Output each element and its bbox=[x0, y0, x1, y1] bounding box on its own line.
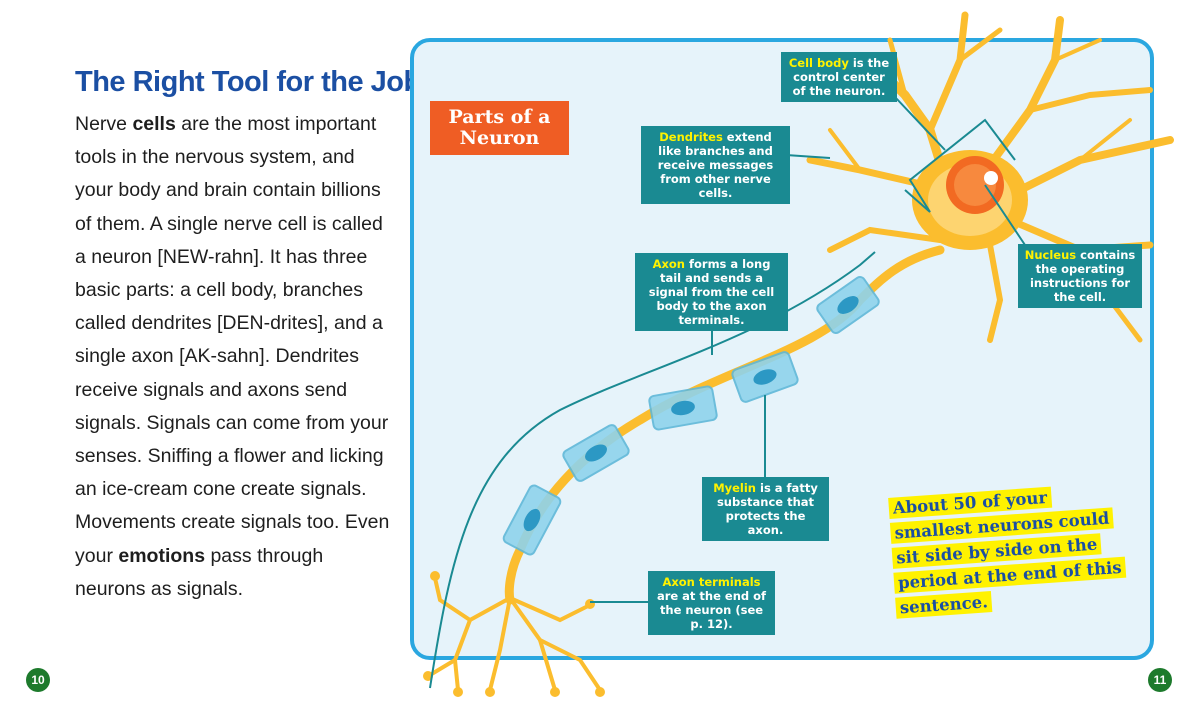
label-dendrites-keyword: Dendrites bbox=[659, 130, 723, 144]
bold-term-cells: cells bbox=[132, 113, 176, 135]
label-cell-body: Cell body is the control center of the n… bbox=[781, 52, 897, 102]
body-text-3: pass through neurons as signals. bbox=[75, 544, 324, 600]
body-text-2: are the most important tools in the nerv… bbox=[75, 113, 390, 567]
axon-terminal-branches bbox=[428, 576, 602, 692]
nucleus-inner bbox=[954, 164, 996, 206]
label-axon-terminals-text: are at the end of the neuron (see p. 12)… bbox=[656, 589, 767, 631]
label-myelin-keyword: Myelin bbox=[713, 481, 756, 495]
label-axon: Axon forms a long tail and sends a signa… bbox=[635, 253, 788, 331]
page-title: The Right Tool for the Job bbox=[75, 66, 421, 98]
label-dendrites: Dendrites extend like branches and recei… bbox=[641, 126, 790, 204]
body-text-1: Nerve bbox=[75, 113, 133, 135]
label-nucleus-text: contains the operating instructions for … bbox=[1029, 248, 1136, 304]
label-axon-terminals-keyword: Axon terminals bbox=[662, 575, 761, 589]
page-number-left: 10 bbox=[26, 668, 50, 692]
parts-of-neuron-heading: Parts of a Neuron bbox=[430, 101, 569, 155]
heading-line-1: Parts of a bbox=[448, 106, 551, 128]
label-myelin-text: is a fatty substance that protects the a… bbox=[716, 481, 818, 537]
axon-terminal-bulbs bbox=[423, 571, 605, 697]
label-nucleus: Nucleus contains the operating instructi… bbox=[1018, 244, 1142, 308]
fun-fact-callout: About 50 of your smallest neurons could … bbox=[888, 480, 1127, 621]
nucleus-highlight bbox=[984, 171, 998, 185]
page-number-right: 11 bbox=[1148, 668, 1172, 692]
label-axon-terminals: Axon terminals are at the end of the neu… bbox=[648, 571, 775, 635]
fun-fact-text: About 50 of your smallest neurons could … bbox=[888, 486, 1127, 619]
label-cell-body-keyword: Cell body bbox=[788, 56, 849, 70]
label-cell-body-text: is the control center of the neuron. bbox=[792, 56, 890, 98]
label-myelin: Myelin is a fatty substance that protect… bbox=[702, 477, 829, 541]
label-axon-text: forms a long tail and sends a signal fro… bbox=[648, 257, 775, 327]
myelin-segments bbox=[502, 275, 880, 556]
label-nucleus-keyword: Nucleus bbox=[1024, 248, 1077, 262]
body-paragraph: Nerve cells are the most important tools… bbox=[75, 108, 395, 606]
heading-line-2: Neuron bbox=[459, 127, 540, 149]
label-axon-keyword: Axon bbox=[652, 257, 685, 271]
bold-term-emotions: emotions bbox=[118, 544, 206, 567]
label-dendrites-text: extend like branches and receive message… bbox=[657, 130, 774, 200]
